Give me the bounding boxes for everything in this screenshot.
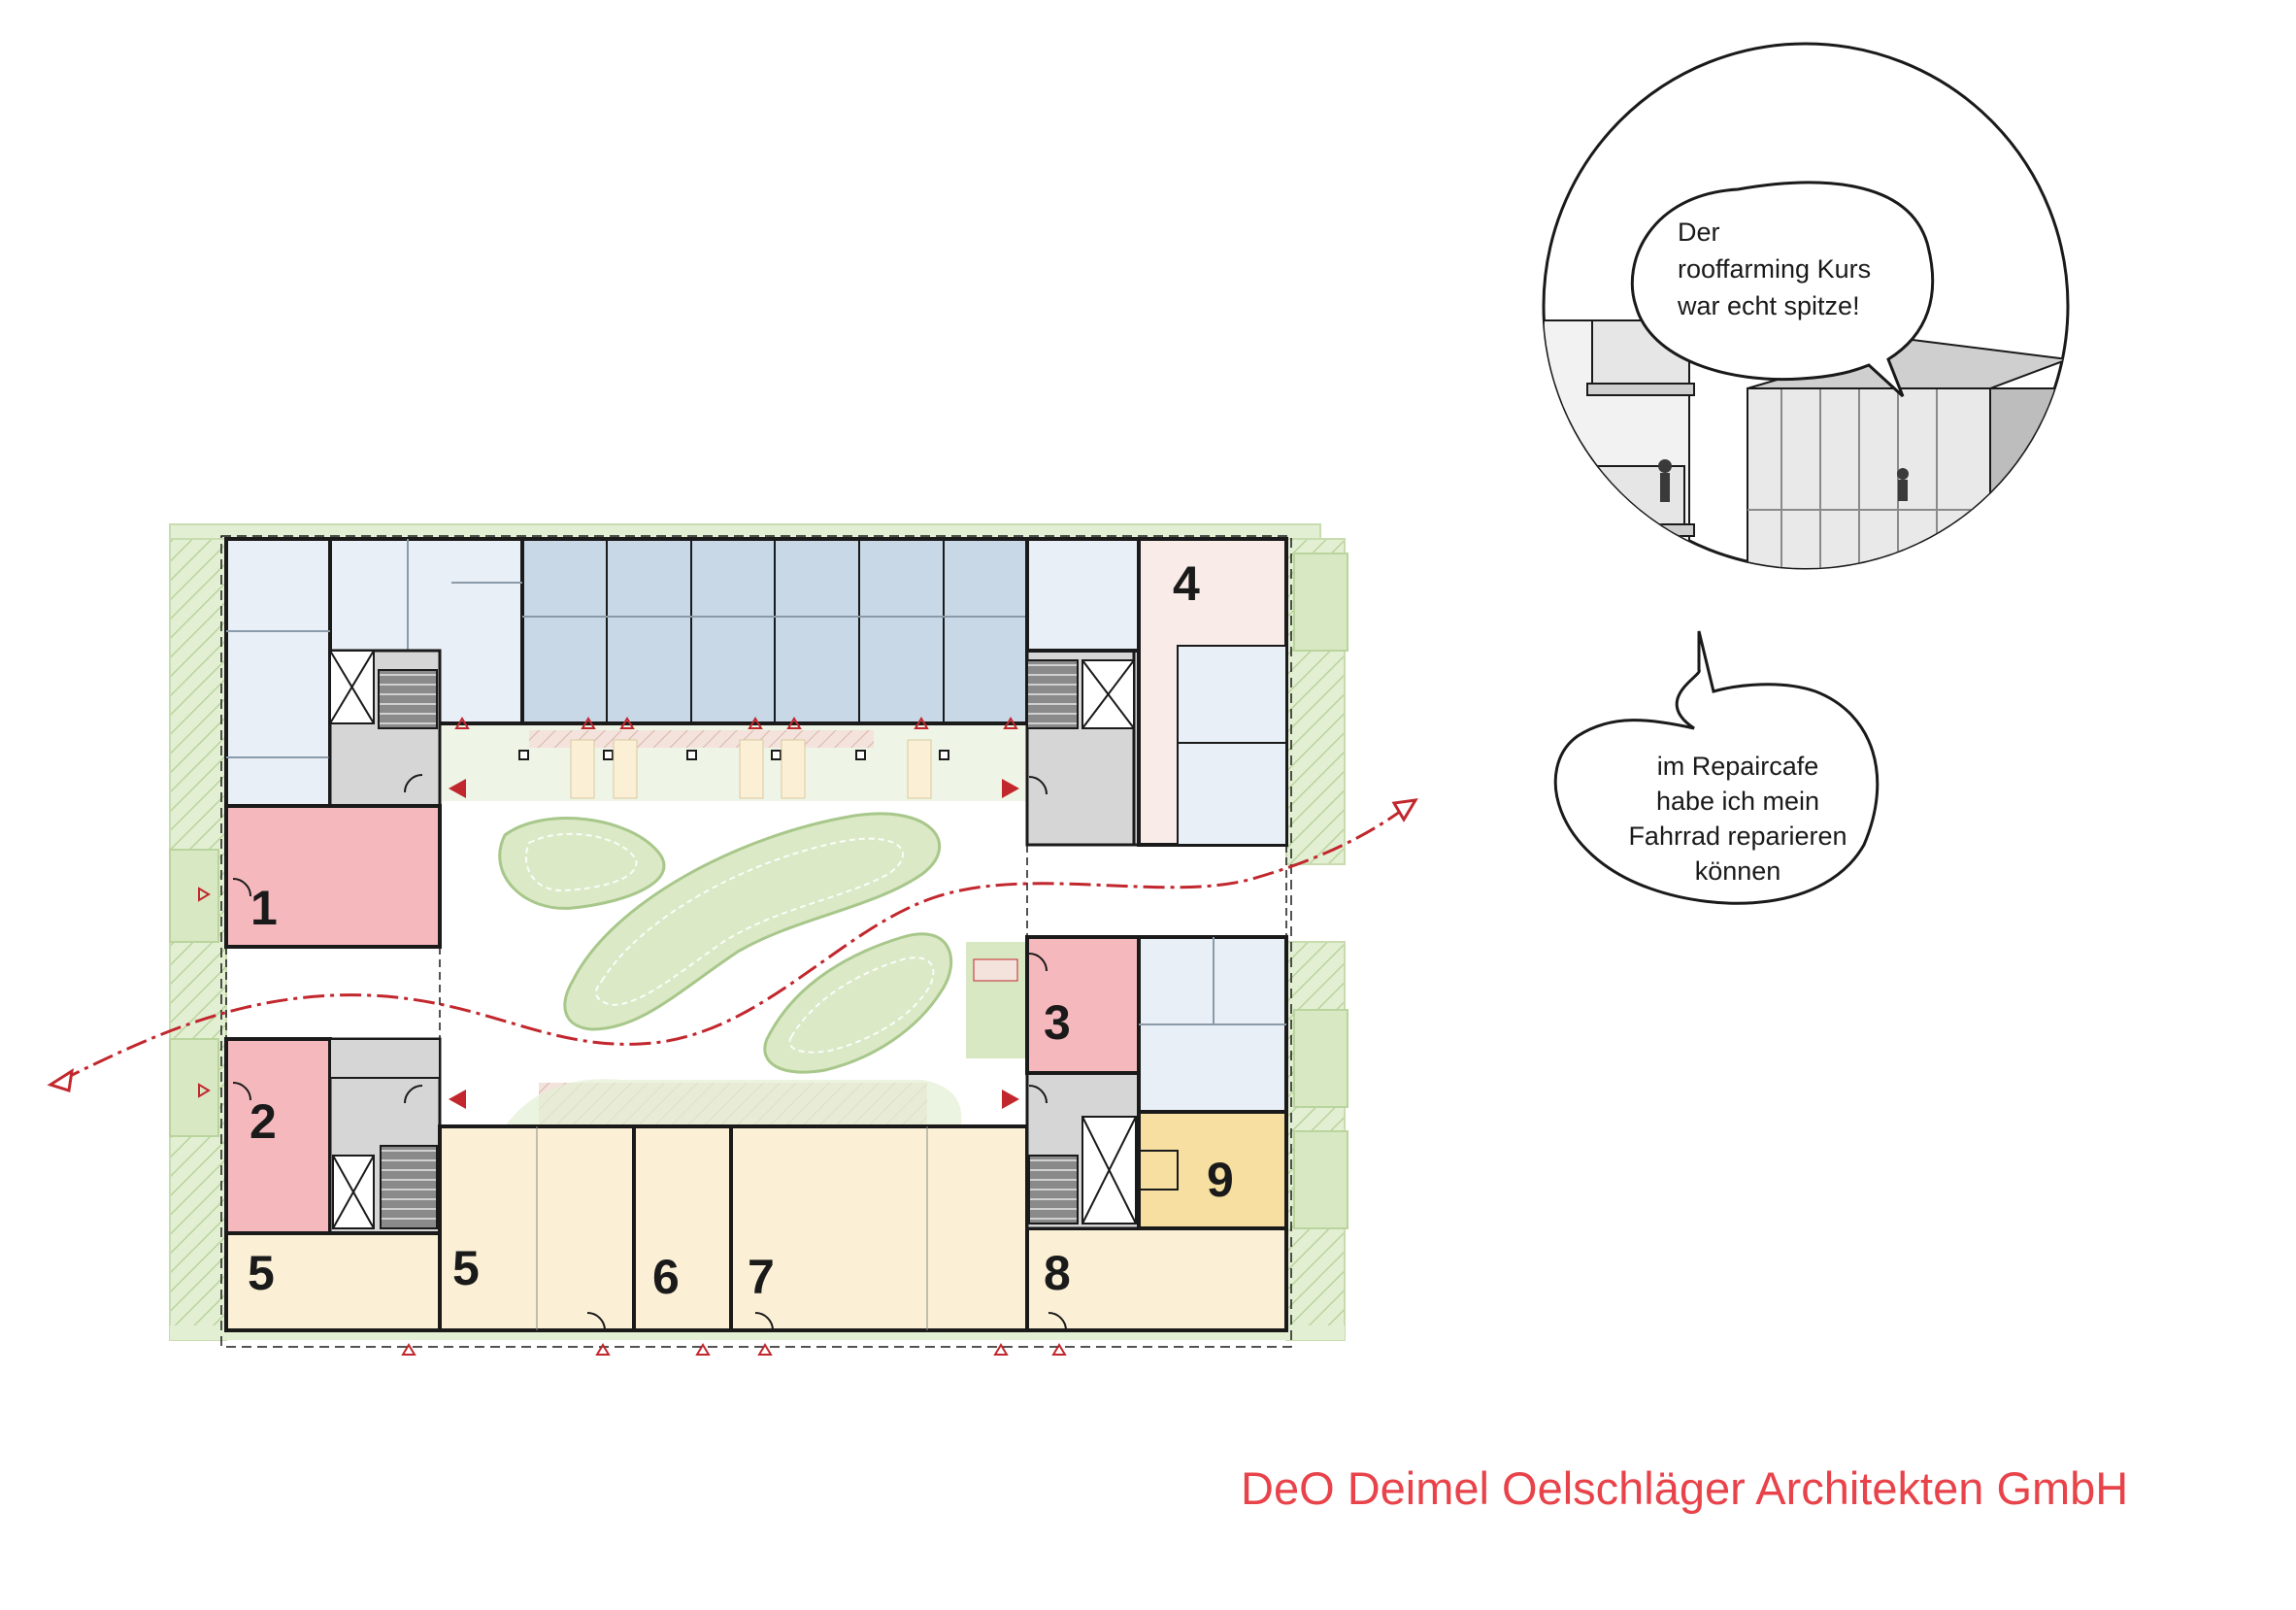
site-greenery [169,523,1348,1341]
unit-label: 7 [748,1250,775,1304]
courtyard-sketch: Der rooffarming Kurs war echt spitze! im… [1542,42,2070,905]
bubble-bottom-line: im Repaircafe [1657,752,1819,781]
unit-label: 4 [1173,556,1200,611]
bubble-bottom-line: können [1695,856,1781,886]
entrance-markers [198,717,1067,1356]
courtyard-entry-arrows [449,779,1019,1109]
bubble-top-line: Der [1678,218,1720,247]
unit-label: 6 [652,1250,680,1304]
unit-label: 2 [250,1094,277,1149]
unit-label: 5 [248,1246,275,1300]
bubble-top-line: war echt spitze! [1677,291,1860,320]
bubble-bottom-line: habe ich mein [1656,787,1819,816]
bubble-bottom-line: Fahrrad reparieren [1628,822,1847,851]
pedestrian-route [47,798,1418,1092]
building-footprint [220,535,1292,1348]
speech-bubble-bottom [1553,630,1880,905]
unit-label: 9 [1207,1153,1234,1207]
unit-label: 1 [250,881,278,935]
bubble-top-line: rooffarming Kurs [1678,254,1871,284]
unit-label: 8 [1044,1246,1071,1300]
courtyard [440,723,1034,1131]
door-swings [232,774,1067,1331]
unit-label: 5 [452,1241,480,1295]
architect-credit: DeO Deimel Oelschläger Architekten GmbH [1241,1462,2129,1514]
unit-labels: 1 2 3 4 5 5 6 7 8 9 [248,556,1234,1304]
unit-label: 3 [1044,995,1071,1050]
